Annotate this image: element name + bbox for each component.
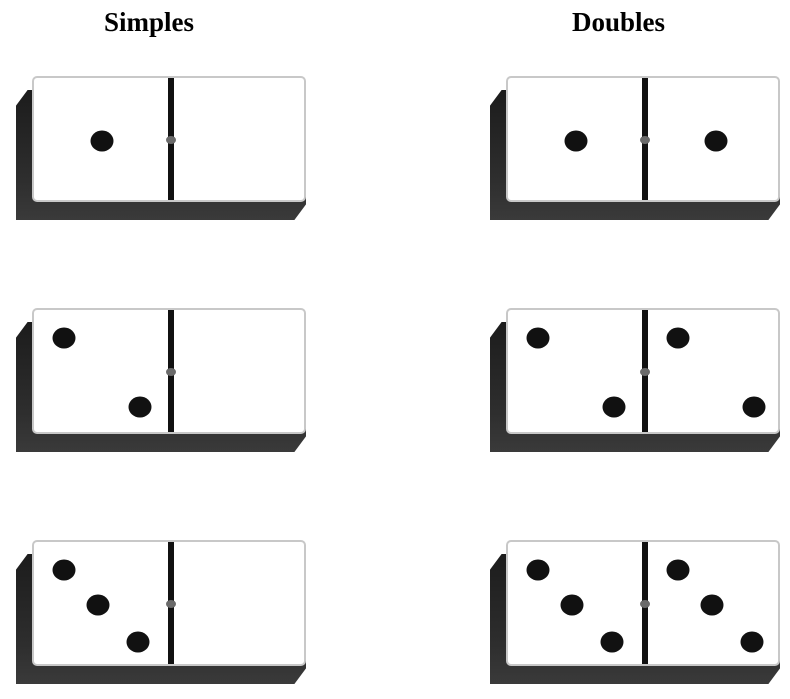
domino-half-right [648, 78, 782, 200]
domino-simple-3 [16, 540, 308, 684]
pip [666, 327, 690, 349]
pip [666, 559, 690, 581]
domino-center-pin [166, 136, 176, 144]
domino-half-right [174, 310, 308, 432]
pip [600, 631, 624, 653]
domino-simple-1 [16, 76, 308, 220]
pip [86, 594, 110, 616]
domino-half-left [508, 310, 642, 432]
simples-heading: Simples [104, 7, 195, 37]
domino-face [506, 76, 780, 202]
domino-double-2 [490, 308, 782, 452]
pip [704, 130, 728, 152]
pip [128, 396, 152, 418]
domino-half-left [508, 78, 642, 200]
domino-face [506, 308, 780, 434]
domino-half-left [34, 78, 168, 200]
domino-half-left [508, 542, 642, 664]
domino-half-right [174, 78, 308, 200]
domino-double-1 [490, 76, 782, 220]
pip [564, 130, 588, 152]
domino-face [32, 76, 306, 202]
domino-face [32, 540, 306, 666]
pip [52, 559, 76, 581]
domino-half-right [648, 542, 782, 664]
pip [700, 594, 724, 616]
domino-double-3 [490, 540, 782, 684]
domino-half-left [34, 542, 168, 664]
pip [740, 631, 764, 653]
pip [602, 396, 626, 418]
pip [52, 327, 76, 349]
domino-simple-2 [16, 308, 308, 452]
pip [526, 559, 550, 581]
domino-face [32, 308, 306, 434]
domino-center-pin [640, 600, 650, 608]
domino-center-pin [640, 368, 650, 376]
domino-center-pin [640, 136, 650, 144]
pip [90, 130, 114, 152]
domino-center-pin [166, 368, 176, 376]
domino-face [506, 540, 780, 666]
domino-half-right [648, 310, 782, 432]
pip [560, 594, 584, 616]
domino-half-left [34, 310, 168, 432]
pip [126, 631, 150, 653]
doubles-heading: Doubles [572, 7, 666, 37]
domino-half-right [174, 542, 308, 664]
domino-center-pin [166, 600, 176, 608]
pip [526, 327, 550, 349]
pip [742, 396, 766, 418]
